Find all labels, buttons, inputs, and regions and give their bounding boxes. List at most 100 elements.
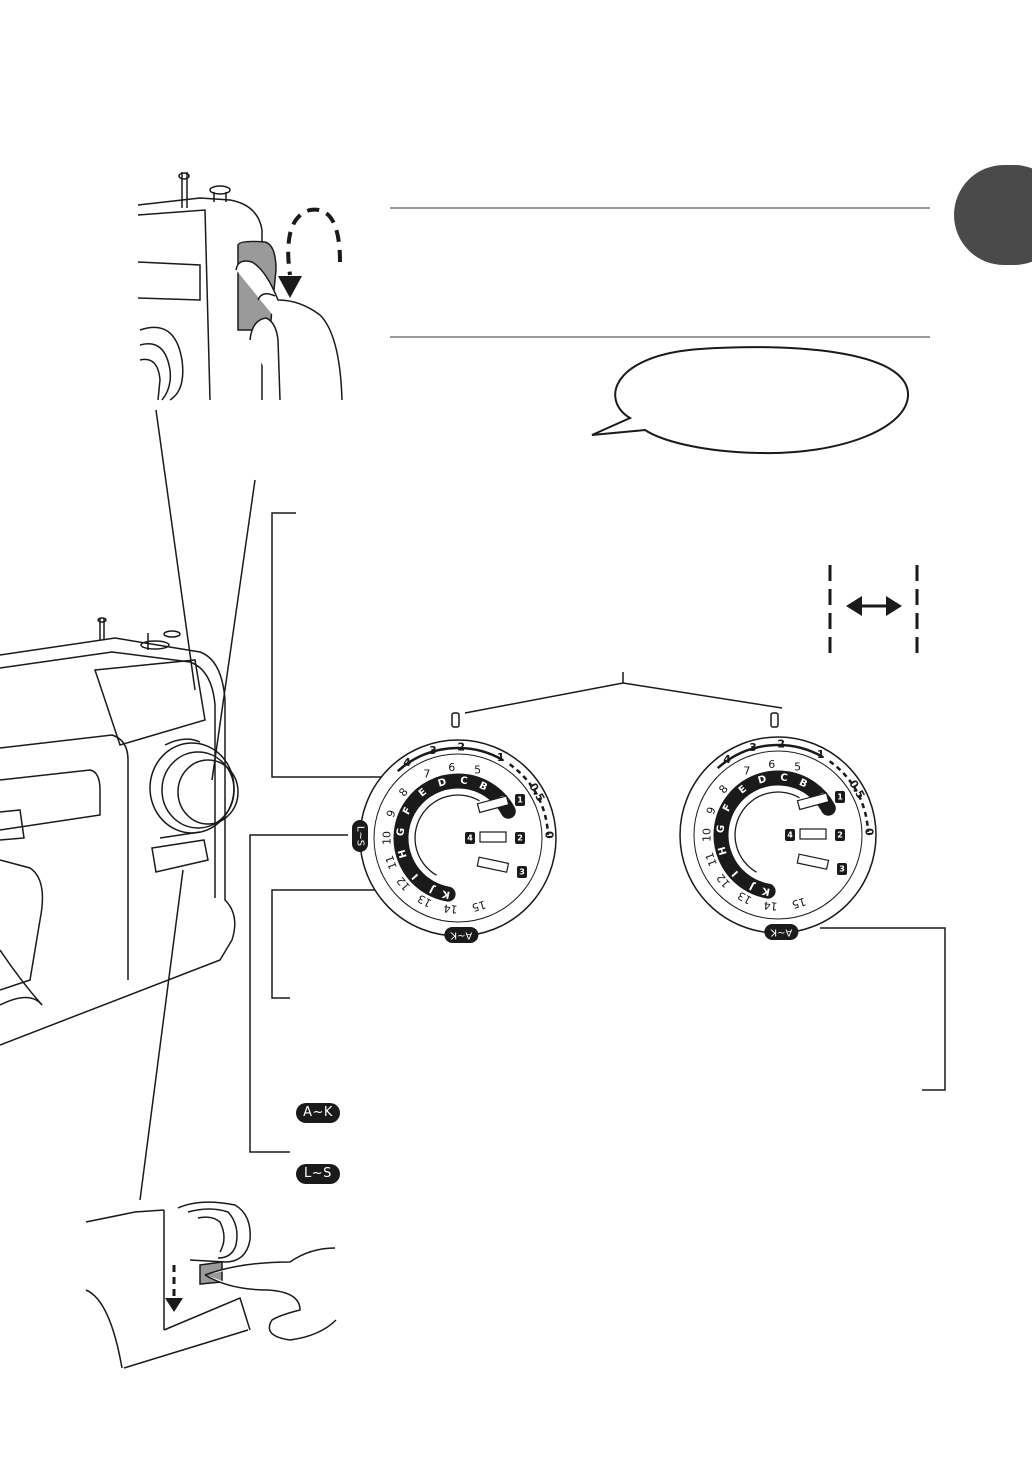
dial-badge-text: A~K [770, 926, 792, 937]
speech-bubble [591, 346, 910, 455]
length-scale-dashed [828, 760, 870, 832]
feed-mark-box [465, 832, 475, 844]
inner-ring [734, 791, 800, 873]
feed-mark-number: 1 [517, 796, 523, 805]
pattern-letter: K [440, 887, 451, 900]
feed-symbol-1 [476, 795, 510, 814]
chapter-tab [954, 165, 1032, 265]
pattern-letter-band [393, 773, 516, 902]
bracket-letters [271, 889, 380, 999]
length-scale-label: 4 [723, 753, 731, 766]
leader-line-bottom [139, 869, 184, 1201]
pattern-letter: B [797, 777, 809, 790]
pattern-letter: D [757, 774, 768, 787]
rotate-arrowhead [278, 276, 302, 298]
pattern-letter: C [460, 775, 468, 787]
pattern-letter: I [410, 871, 421, 881]
leader-line-top-1 [155, 409, 196, 691]
pattern-letter: D [437, 777, 448, 790]
feed-mark-number: 1 [837, 793, 843, 802]
dial-scale-ring [693, 750, 863, 920]
length-scale-dashed [508, 763, 550, 835]
length-scale-solid [396, 746, 504, 773]
scale-number: 10 [701, 828, 714, 842]
handwheel-inset [137, 172, 343, 401]
length-scale-label: 2 [457, 741, 465, 754]
sewing-machine [0, 617, 239, 1046]
pattern-letter: B [477, 780, 489, 793]
indicator-right [770, 712, 779, 728]
lever-arrowhead [165, 1298, 183, 1312]
feed-symbol-2 [799, 828, 827, 840]
length-scale-label: 2 [777, 738, 785, 751]
scale-number: 14 [443, 901, 458, 915]
dial-switch-l-s: L~S [352, 820, 368, 852]
feed-symbol-3 [476, 856, 510, 873]
feed-mark-number: 4 [467, 834, 473, 843]
scale-number: 15 [470, 898, 487, 915]
length-scale-solid [716, 743, 824, 770]
width-scale-label: 7 [423, 768, 430, 781]
bracket-right-badge [820, 927, 946, 1091]
length-scale-label: 1 [497, 751, 505, 764]
feed-mark-box [515, 832, 525, 844]
dial-pointer-tree [464, 682, 783, 714]
dial-badge-a-k: A~K [764, 923, 799, 940]
scale-number: 13 [415, 892, 433, 910]
pattern-letter-band [713, 770, 836, 899]
width-scale-label: 5 [474, 763, 481, 776]
scale-number: 9 [384, 808, 399, 819]
pattern-letter: J [428, 883, 437, 895]
feed-mark-number: 2 [517, 834, 523, 843]
scale-number: 15 [790, 895, 807, 912]
length-scale-label: 1 [817, 748, 825, 761]
pattern-letter: H [717, 845, 730, 856]
length-scale-label: 3 [429, 744, 437, 757]
feed-symbol-1 [796, 792, 830, 811]
feed-mark-box [835, 791, 845, 803]
length-scale-label: 3 [749, 741, 757, 754]
lever-inset [85, 1201, 337, 1369]
bracket-dial-length [271, 512, 385, 778]
width-scale-label: 5 [794, 760, 801, 773]
feed-mark-number: 2 [837, 831, 843, 840]
pattern-letter: F [401, 806, 414, 817]
width-scale-label: 6 [448, 761, 455, 774]
pattern-letter: H [397, 848, 410, 859]
length-scale-label: 0 [862, 828, 875, 836]
feed-symbol-2 [479, 831, 507, 843]
feed-mark-box [515, 794, 525, 806]
scale-number: 13 [735, 889, 753, 907]
length-scale-label: 4 [403, 756, 411, 769]
badge-a-k: A~K [296, 1103, 340, 1123]
feed-mark-number: 3 [839, 865, 845, 874]
length-scale-label: 0 [542, 831, 555, 839]
scale-number: 14 [763, 898, 778, 912]
bracket-switch [249, 834, 348, 1153]
scale-number: 10 [381, 831, 394, 845]
width-adjust-icon [828, 565, 919, 655]
pattern-letter: J [748, 880, 757, 892]
pattern-letter: I [730, 868, 741, 878]
scale-number: 11 [703, 850, 720, 868]
feed-mark-box [517, 866, 527, 878]
dial-scale-ring [373, 753, 543, 923]
pattern-letter: F [721, 803, 734, 814]
badge-l-s: L~S [296, 1164, 340, 1184]
inner-ring [414, 794, 480, 876]
scale-number: 11 [383, 853, 400, 871]
feed-mark-box [835, 829, 845, 841]
dial-switch-text: L~S [355, 826, 366, 846]
stitch-dial-right: 43210.5076589101112131415ABCDEFGHIJK1234… [679, 736, 877, 940]
stitch-dial-left: 43210.5076589101112131415ABCDEFGHIJK1234… [352, 739, 557, 943]
pattern-letter: G [715, 824, 727, 833]
feed-mark-box [785, 829, 795, 841]
pattern-letter: G [395, 827, 407, 836]
feed-mark-number: 3 [519, 868, 525, 877]
feed-symbol-3 [796, 853, 830, 870]
scale-number: 9 [704, 805, 719, 816]
leader-line-top-2 [211, 479, 256, 781]
dial-badge-a-k: A~K [444, 926, 479, 943]
pattern-letter: K [760, 884, 771, 897]
